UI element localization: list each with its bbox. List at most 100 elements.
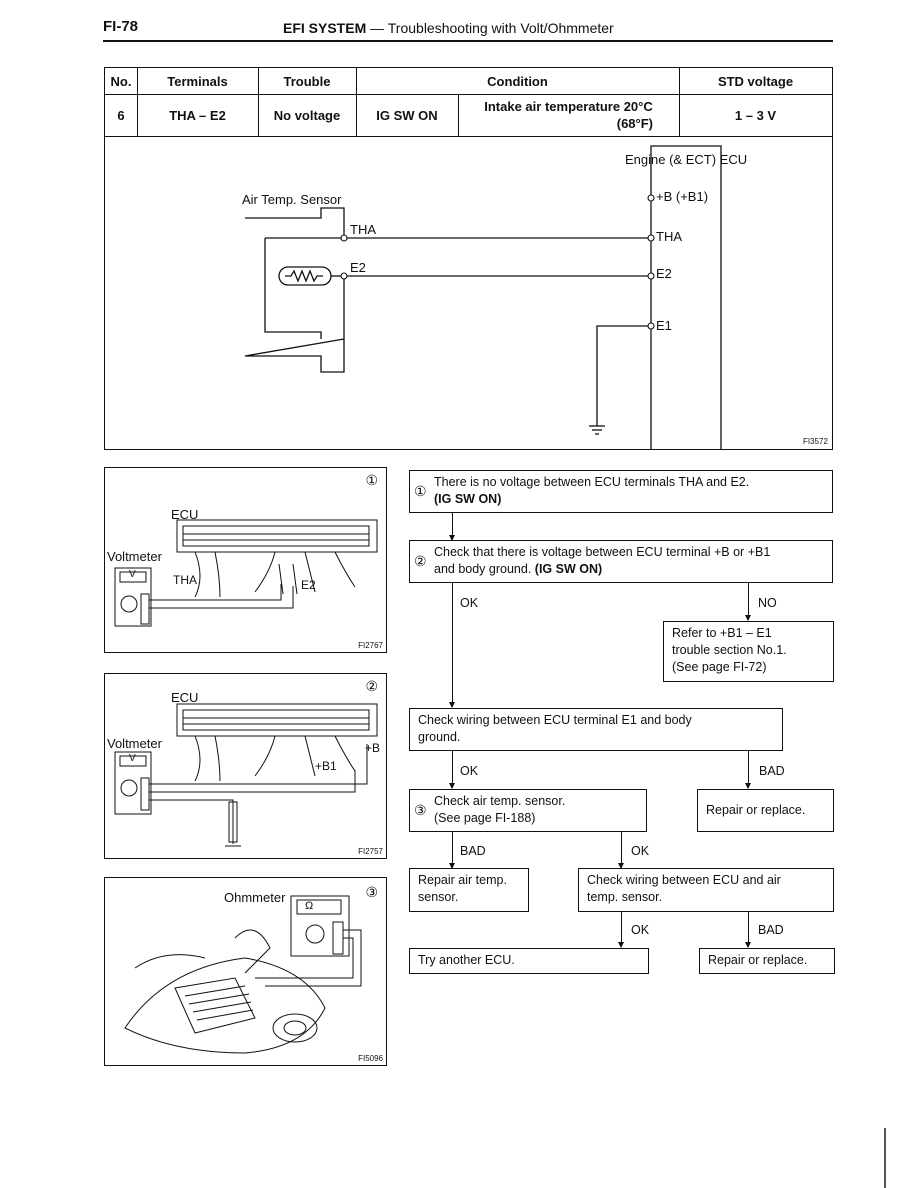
figure-id: FI2767 <box>358 641 383 650</box>
repair-sensor-box: Repair air temp. sensor. <box>409 868 529 912</box>
ecu-label: Engine (& ECT) ECU <box>625 152 748 167</box>
figure-ohmmeter: ③ Ohmmeter Ω FI5096 <box>104 877 387 1066</box>
tha-probe-label: THA <box>173 573 197 587</box>
terminal-dot <box>647 234 655 242</box>
figure-number: ③ <box>365 884 378 900</box>
row-no: 6 <box>117 107 125 123</box>
ecu-label: ECU <box>171 507 199 522</box>
row-terminals: THA – E2 <box>169 107 226 123</box>
refer-box: Refer to +B1 – E1 trouble section No.1. … <box>663 621 834 682</box>
terminal-dot <box>647 194 655 202</box>
flow-arrow <box>448 832 456 869</box>
sensor-label: Air Temp. Sensor <box>242 192 342 207</box>
title-dash: — <box>370 20 385 36</box>
flow-arrow <box>617 912 625 948</box>
repair-sensor-line2: sensor. <box>418 890 459 904</box>
condition-line1: Intake air temperature 20°C <box>484 99 653 114</box>
ecu-e2-label: E2 <box>656 266 672 281</box>
row-trouble: No voltage <box>273 107 341 123</box>
step2-line1: Check that there is voltage between ECU … <box>434 545 771 559</box>
step1-line1: There is no voltage between ECU terminal… <box>434 475 750 489</box>
voltmeter-label: Voltmeter <box>107 736 162 751</box>
step1-line2: (IG SW ON) <box>434 492 502 506</box>
check-e1-line2: ground. <box>418 730 461 744</box>
terminal-dot <box>647 272 655 280</box>
e2-probe-label: E2 <box>301 578 316 592</box>
wiring-diagram <box>244 145 722 449</box>
figure-number: ① <box>365 472 378 488</box>
step-number: ② <box>414 553 427 569</box>
check-wiring-line2: temp. sensor. <box>587 890 663 904</box>
refer-line2: trouble section No.1. <box>672 643 787 657</box>
col-divider <box>679 68 681 136</box>
margin-mark <box>884 1128 886 1188</box>
terminal-dot <box>340 272 348 280</box>
refer-line1: Refer to +B1 – E1 <box>672 626 772 640</box>
refer-line3: (See page FI-72) <box>672 660 767 674</box>
figure-number: ② <box>365 678 378 694</box>
ok-label: OK <box>631 844 650 858</box>
header-trouble: Trouble <box>283 73 331 89</box>
condition-line2: (68°F) <box>616 116 653 131</box>
flow-arrow <box>617 832 625 869</box>
flow-arrow <box>744 583 752 621</box>
flow-arrow <box>744 751 752 789</box>
ecu-e1-label: E1 <box>656 318 672 333</box>
table-divider <box>105 94 832 96</box>
terminal-dot <box>340 234 348 242</box>
table-divider <box>105 136 832 138</box>
figure-id: FI3572 <box>803 437 828 446</box>
flow-arrow <box>448 583 456 708</box>
figure-id: FI2757 <box>358 847 383 856</box>
repair-sensor-line1: Repair air temp. <box>418 873 507 887</box>
ecu-b-label: +B (+B1) <box>656 189 709 204</box>
step2-line2b: (IG SW ON) <box>534 562 603 576</box>
spec-panel: No. Terminals Trouble Condition STD volt… <box>104 67 833 450</box>
header-rule <box>103 40 833 42</box>
flow-arrow <box>744 912 752 948</box>
ok-label: OK <box>631 923 650 937</box>
bad-label: BAD <box>758 923 784 937</box>
sensor-engine-drawing <box>124 895 362 1054</box>
step3-line2: (See page FI-188) <box>434 811 536 825</box>
page-number: FI-78 <box>103 18 139 35</box>
terminal-dot <box>647 322 655 330</box>
flow-arrow <box>448 513 456 541</box>
bad-label: BAD <box>460 844 486 858</box>
section-name: EFI SYSTEM <box>283 20 367 36</box>
check-e1-line1: Check wiring between ECU terminal E1 and… <box>418 713 692 727</box>
meter-face: V <box>129 569 136 580</box>
col-divider <box>356 68 358 136</box>
ok-label: OK <box>460 596 479 610</box>
sensor-tha-label: THA <box>350 222 376 237</box>
step-number: ① <box>414 483 427 499</box>
check-e1-box: Check wiring between ECU terminal E1 and… <box>409 708 783 751</box>
header-terminals: Terminals <box>167 73 228 89</box>
step2-box: ② Check that there is voltage between EC… <box>409 540 833 583</box>
b-probe-label: +B <box>365 741 381 755</box>
step3-line1: Check air temp. sensor. <box>434 794 566 808</box>
ok-label: OK <box>460 764 479 778</box>
meter-face: V <box>129 753 136 764</box>
row-condition-switch: IG SW ON <box>376 107 438 123</box>
flow-arrow <box>448 751 456 789</box>
ecu-connector-drawing <box>114 519 378 627</box>
step1-box: ① There is no voltage between ECU termin… <box>409 470 833 513</box>
title-subtitle: Troubleshooting with Volt/Ohmmeter <box>387 20 614 36</box>
voltmeter-label: Voltmeter <box>107 549 162 564</box>
step2-line2a: and body ground. <box>434 562 532 576</box>
meter-face: Ω <box>305 900 314 912</box>
figure-id: FI5096 <box>358 1054 383 1063</box>
row-condition-detail: Intake air temperature 20°C (68°F) <box>458 94 679 136</box>
repair-box-2: Repair or replace. <box>699 948 835 974</box>
header-no: No. <box>110 73 132 89</box>
ohmmeter-label: Ohmmeter <box>224 890 286 905</box>
sensor-e2-label: E2 <box>350 260 366 275</box>
row-std-voltage: 1 – 3 V <box>734 107 777 123</box>
page-title: EFI SYSTEM — Troubleshooting with Volt/O… <box>283 20 614 36</box>
col-divider <box>258 68 260 136</box>
header-condition: Condition <box>487 73 548 89</box>
col-divider <box>458 94 460 136</box>
step3-box: ③ Check air temp. sensor. (See page FI-1… <box>409 789 647 832</box>
check-wiring-line1: Check wiring between ECU and air <box>587 873 781 887</box>
